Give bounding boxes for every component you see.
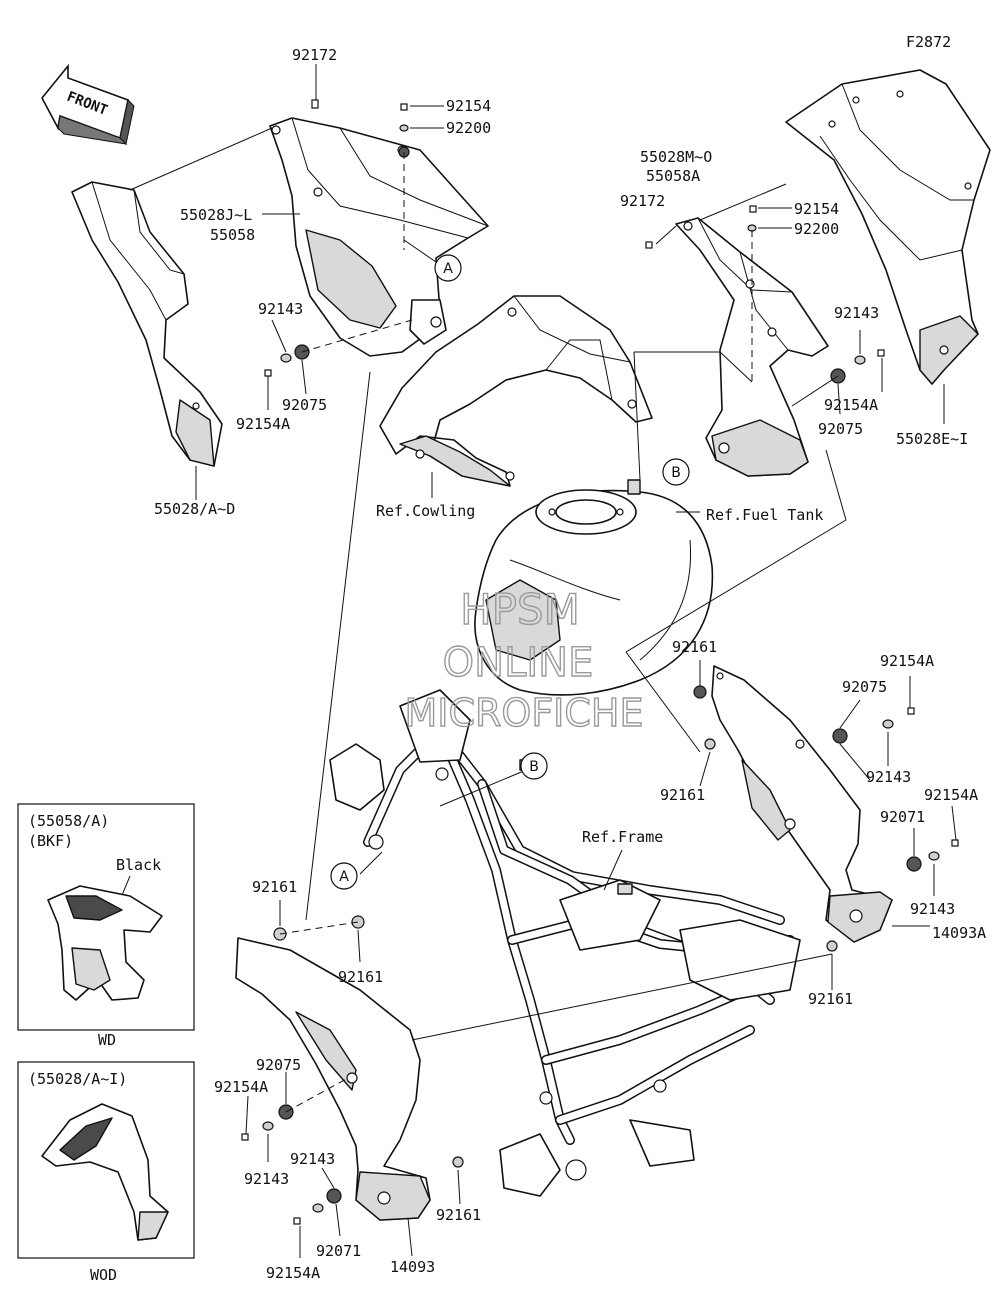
label-92154a-mid-right: 92154A (880, 652, 934, 670)
label-92172-right: 92172 (620, 192, 665, 210)
label-55028-a-d: 55028/A~D (154, 500, 235, 518)
label-92143-right-2: 92143 (910, 900, 955, 918)
callout-a-bottom: A (330, 862, 358, 890)
part-number-labels: 92172 92154 92200 55028J~L 55058 92143 9… (154, 46, 986, 1282)
label-92161-right: 92161 (808, 990, 853, 1008)
upper-cover-right-55028m-o (675, 217, 829, 477)
label-ref-cowling: Ref.Cowling (376, 502, 475, 520)
lower-cover-left-14093 (235, 937, 431, 1221)
lower-cover-right-14093a (711, 665, 893, 943)
label-92143-mid-right: 92143 (866, 768, 911, 786)
inset-top-caption: WD (98, 1031, 116, 1049)
svg-text:A: A (443, 261, 453, 277)
svg-text:B: B (529, 759, 539, 775)
inset-bottom-caption: WOD (90, 1266, 117, 1284)
label-92154a-lower-left: 92154A (214, 1078, 268, 1096)
label-92071-right: 92071 (880, 808, 925, 826)
label-92200-right: 92200 (794, 220, 839, 238)
inner-cover-left-55028-a-d (71, 181, 223, 467)
callout-b-frame: B (520, 752, 548, 780)
label-92143-upper-left: 92143 (258, 300, 303, 318)
label-92075-lower-left: 92075 (256, 1056, 301, 1074)
label-92075-upper-left: 92075 (282, 396, 327, 414)
front-arrow-icon: FRONT (41, 63, 135, 146)
label-55028m-o: 55028M~O (640, 148, 712, 166)
label-92161-lower-center: 92161 (436, 1206, 481, 1224)
leader-lines (129, 64, 957, 1258)
svg-text:A: A (339, 869, 349, 885)
callout-a-top: A (434, 254, 462, 282)
label-14093a: 14093A (932, 924, 986, 942)
label-ref-fuel-tank: Ref.Fuel Tank (706, 506, 823, 524)
inset-top-code: (BKF) (28, 832, 73, 850)
svg-text:B: B (671, 465, 681, 481)
label-92071-lower-left: 92071 (316, 1242, 361, 1260)
label-92161-lower-left-b: 92161 (338, 968, 383, 986)
label-92154a-upper-right: 92154A (824, 396, 878, 414)
callout-b-right: B (662, 458, 690, 486)
label-92143-lower-left-a: 92143 (290, 1150, 335, 1168)
inset-bottom-part: (55028/A~I) (28, 1070, 127, 1088)
label-92154-top: 92154 (446, 97, 491, 115)
label-92154-right: 92154 (794, 200, 839, 218)
label-92143-lower-left-b: 92143 (244, 1170, 289, 1188)
label-92172-left: 92172 (292, 46, 337, 64)
figure-code: F2872 (906, 33, 951, 51)
watermark-line-3: MICROFICHE (404, 691, 643, 735)
label-92154a-upper-left: 92154A (236, 415, 290, 433)
label-55058: 55058 (210, 226, 255, 244)
label-92161-mid-right-bottom: 92161 (660, 786, 705, 804)
watermark: HPSM ONLINE MICROFICHE (404, 584, 644, 735)
label-92161-lower-left-a: 92161 (252, 878, 297, 896)
label-92200-top: 92200 (446, 119, 491, 137)
inset-55058a-bkf: (55058/A) (BKF) Black WD (17, 803, 195, 1049)
label-55028j-l: 55028J~L (180, 206, 252, 224)
label-92075-mid-right: 92075 (842, 678, 887, 696)
label-14093: 14093 (390, 1258, 435, 1276)
label-55028e-i: 55028E~I (896, 430, 968, 448)
label-92075-upper-right: 92075 (818, 420, 863, 438)
label-92161-mid-right-top: 92161 (672, 638, 717, 656)
label-92143-upper-right: 92143 (834, 304, 879, 322)
upper-cover-left-55028j-l (269, 117, 489, 357)
inset-top-part: (55058/A) (28, 812, 109, 830)
watermark-line-1: HPSM (460, 585, 580, 634)
label-55058a: 55058A (646, 167, 700, 185)
label-92154a-right-2: 92154A (924, 786, 978, 804)
label-ref-frame: Ref.Frame (582, 828, 663, 846)
inset-top-color: Black (116, 856, 161, 874)
ref-fuel-tank-part (474, 479, 714, 696)
watermark-line-2: ONLINE (443, 640, 594, 686)
ref-frame-part (329, 689, 801, 1197)
inner-cover-right-55028e-i (785, 69, 991, 385)
inset-55028a-i: (55028/A~I) WOD (17, 1061, 195, 1284)
label-92154a-lower-left-b: 92154A (266, 1264, 320, 1282)
ref-cowling-part (379, 295, 653, 487)
